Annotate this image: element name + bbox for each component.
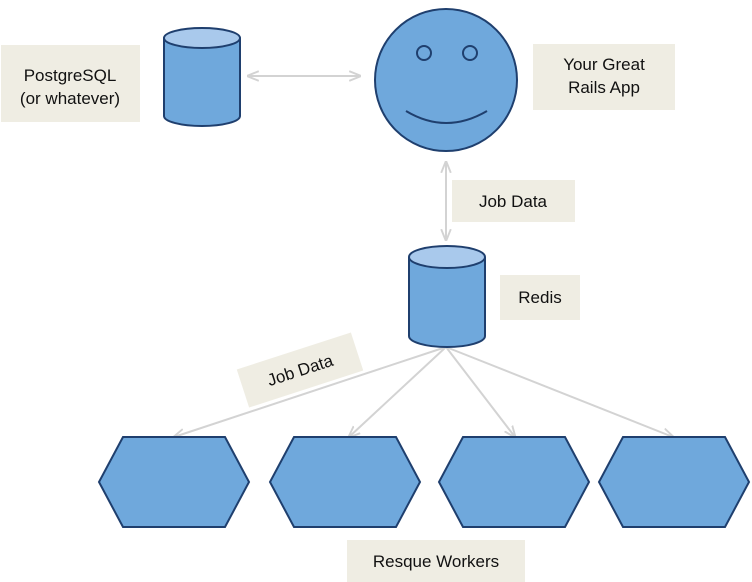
redis-cylinder [408,245,486,348]
redis-worker-connector [445,346,673,437]
app-label-line2: Rails App [568,78,640,97]
worker-hexagon [97,436,251,528]
redis-worker-connector [349,346,447,437]
workers-label-text: Resque Workers [373,552,499,571]
redis-label: Redis [500,275,580,320]
worker-hexagon [437,436,591,528]
app-smiley-face [374,8,518,152]
app-redis-edge-label-text: Job Data [479,192,548,211]
database-label-line2: (or whatever) [20,89,120,108]
app-label-line1: Your Great [563,55,645,74]
database-label-line1: PostgreSQL [24,66,117,85]
app-label: Your Great Rails App [533,44,675,110]
workers-label: Resque Workers [347,540,525,582]
redis-label-text: Redis [518,288,561,307]
app-redis-edge-label: Job Data [452,180,575,222]
database-label: PostgreSQL (or whatever) [1,45,140,122]
smile-icon [405,110,488,124]
worker-hexagon [597,436,751,528]
workers-group [97,436,751,528]
database-cylinder [163,27,241,127]
redis-worker-connectors [174,346,673,437]
worker-hexagon [268,436,422,528]
right-eye-icon [462,45,478,61]
redis-worker-connector [445,346,515,437]
left-eye-icon [416,45,432,61]
redis-worker-connector [174,346,447,437]
